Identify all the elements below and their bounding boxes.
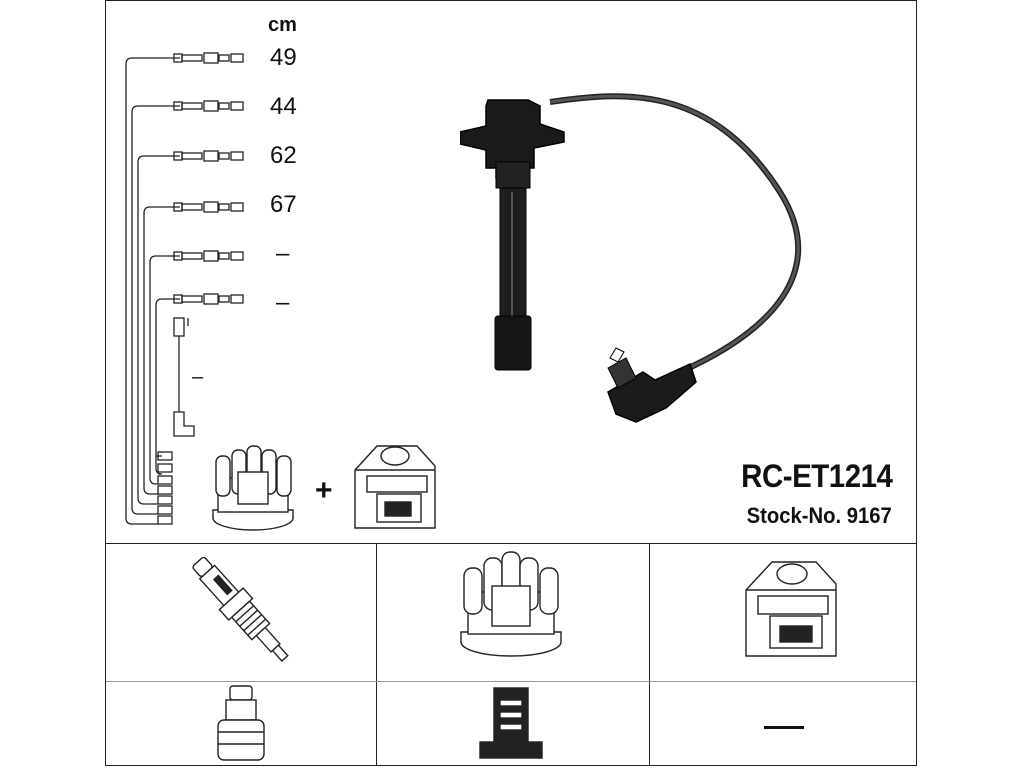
cable-set-drawing — [125, 52, 244, 525]
cable-length-5: – — [276, 240, 290, 267]
divider-vertical-1 — [376, 543, 377, 765]
divider-horizontal-sub — [106, 681, 916, 682]
plug-boot-icon — [217, 685, 265, 761]
cable-length-4: 67 — [270, 191, 297, 218]
cable-length-2: 44 — [270, 93, 297, 120]
cable-length-3: 62 — [270, 142, 297, 169]
ignition-cable-drawing — [460, 93, 802, 423]
coil-wire-length: – — [192, 366, 204, 388]
stock-number: Stock-No. 9167 — [746, 503, 892, 528]
product-title: RC-ET1214 — [740, 458, 893, 494]
ignition-coil-icon — [354, 445, 436, 529]
ignition-coil-icon — [745, 561, 837, 657]
no-part-indicator — [764, 726, 804, 729]
unit-label: cm — [268, 14, 297, 36]
distributor-cap-icon — [212, 445, 294, 531]
rotor-arm-icon — [479, 687, 543, 759]
spark-plug-icon — [192, 556, 289, 662]
cable-length-6: – — [276, 289, 290, 316]
plus-sign: + — [315, 474, 333, 507]
divider-vertical-2 — [649, 543, 650, 765]
cable-length-1: 49 — [270, 44, 297, 71]
distributor-cap-icon — [460, 551, 562, 657]
divider-horizontal-main — [106, 543, 916, 544]
